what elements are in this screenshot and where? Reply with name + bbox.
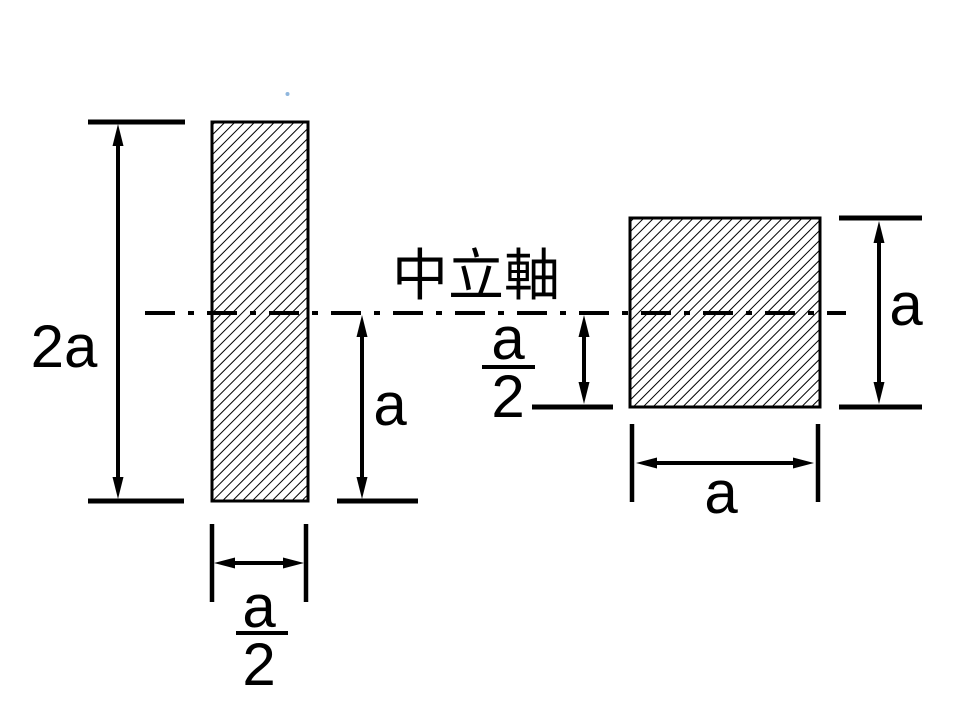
dim-axis-offset: a 2 — [482, 305, 613, 430]
arrowhead-up-icon — [873, 221, 885, 243]
arrowhead-left-icon — [636, 457, 657, 469]
arrowhead-up-icon — [578, 315, 590, 337]
arrowhead-right-icon — [283, 557, 304, 569]
arrowhead-up-icon — [112, 124, 124, 146]
arrowhead-down-icon — [873, 382, 885, 404]
dim-right-width: a — [629, 424, 821, 526]
dim-label-a: a — [704, 459, 738, 526]
dim-label-2a: 2a — [31, 313, 98, 380]
dim-left-half-height: a — [337, 315, 418, 504]
speck-dot — [285, 92, 290, 96]
dim-label-a: a — [373, 371, 407, 438]
dim-right-height: a — [839, 215, 923, 410]
fraction-numerator: a — [491, 305, 525, 372]
dim-left-width: a 2 — [209, 524, 309, 698]
arrowhead-down-icon — [578, 382, 590, 404]
dim-label-a: a — [889, 271, 923, 338]
arrowhead-up-icon — [356, 315, 368, 337]
neutral-axis-label: 中立軸 — [392, 244, 560, 307]
arrowhead-right-icon — [793, 457, 814, 469]
arrowhead-left-icon — [214, 557, 235, 569]
arrowhead-down-icon — [356, 477, 368, 499]
fraction-denominator: 2 — [491, 363, 524, 430]
fraction-numerator: a — [242, 573, 276, 640]
arrowhead-down-icon — [112, 477, 124, 499]
fraction-denominator: 2 — [242, 631, 275, 698]
dim-left-total-height: 2a — [31, 119, 185, 504]
